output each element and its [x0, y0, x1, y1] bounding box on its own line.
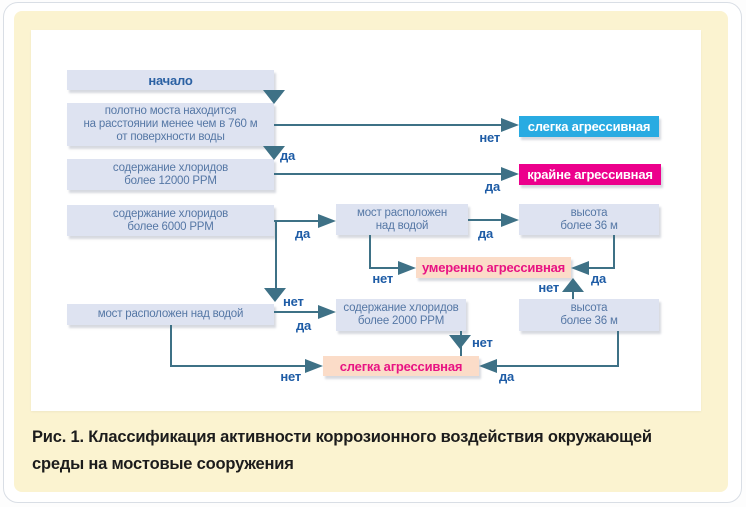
arrow-line	[572, 288, 574, 299]
result-moderately-aggressive: умеренно агрессивная	[416, 257, 571, 278]
figure-card: начало полотно моста находится на рассто…	[3, 2, 742, 503]
node-chloride-12000: содержание хлоридов более 12000 PPM	[67, 159, 274, 190]
edge-label-yes: да	[499, 369, 515, 384]
result-slightly-aggressive-peach: слегка агрессивная	[323, 356, 479, 376]
arrow-line	[617, 331, 619, 367]
arrow-line	[275, 221, 277, 289]
arrow-line	[587, 267, 615, 269]
arrowhead-up-icon	[562, 278, 584, 292]
result-slightly-aggressive-cyan: слегка агрессивная	[519, 116, 659, 137]
arrowhead-right-icon	[305, 359, 323, 373]
arrowhead-left-icon	[479, 359, 497, 373]
arrow-line	[495, 365, 619, 367]
flowchart-canvas: начало полотно моста находится на рассто…	[31, 30, 701, 411]
edge-label-no: нет	[283, 294, 304, 309]
arrowhead-right-icon	[501, 167, 519, 181]
arrow-line	[274, 311, 319, 313]
node-height-36-top: высота более 36 м	[519, 204, 659, 235]
arrow-line	[369, 235, 371, 269]
edge-label-no: нет	[280, 369, 301, 384]
arrow-line	[274, 220, 319, 222]
edge-label-yes: да	[280, 148, 296, 163]
arrowhead-down-icon	[263, 90, 285, 104]
arrow-line	[274, 124, 502, 126]
edge-label-yes: да	[478, 226, 494, 241]
figure-caption: Рис. 1. Классификация активности коррози…	[32, 428, 652, 473]
node-height-36-bottom: высота более 36 м	[519, 299, 659, 331]
arrowhead-down-icon	[263, 146, 285, 160]
node-bridge-over-water-bottom: мост расположен над водой	[67, 304, 274, 325]
arrowhead-right-icon	[318, 305, 336, 319]
edge-label-no: нет	[479, 130, 500, 145]
arrowhead-right-icon	[318, 214, 336, 228]
arrow-line	[369, 267, 400, 269]
node-deck-distance: полотно моста находится на расстоянии ме…	[67, 103, 274, 146]
arrow-line	[468, 219, 502, 221]
arrow-line	[170, 365, 306, 367]
edge-label-no: нет	[538, 280, 559, 295]
edge-label-no: нет	[372, 271, 393, 286]
arrow-line	[613, 235, 615, 269]
figure-background-panel: начало полотно моста находится на рассто…	[14, 11, 728, 492]
arrowhead-down-icon	[449, 335, 471, 349]
arrowhead-right-icon	[398, 261, 416, 275]
result-extremely-aggressive: крайне агрессивная	[519, 164, 661, 185]
node-bridge-over-water-top: мост расположен над водой	[336, 204, 468, 235]
node-start: начало	[67, 70, 274, 90]
edge-label-yes: да	[484, 179, 500, 194]
arrowhead-right-icon	[501, 118, 519, 132]
edge-label-no: нет	[472, 335, 493, 350]
arrow-line	[170, 325, 172, 367]
arrowhead-left-icon	[571, 261, 589, 275]
node-chloride-6000: содержание хлоридов более 6000 PPM	[67, 205, 274, 236]
arrow-line	[274, 173, 502, 175]
edge-label-yes: да	[295, 226, 311, 241]
arrowhead-down-icon	[264, 288, 286, 302]
arrowhead-right-icon	[501, 213, 519, 227]
node-chloride-2000: содержание хлоридов более 2000 PPM	[336, 299, 466, 331]
edge-label-yes: да	[296, 318, 312, 333]
edge-label-yes: да	[591, 271, 607, 286]
